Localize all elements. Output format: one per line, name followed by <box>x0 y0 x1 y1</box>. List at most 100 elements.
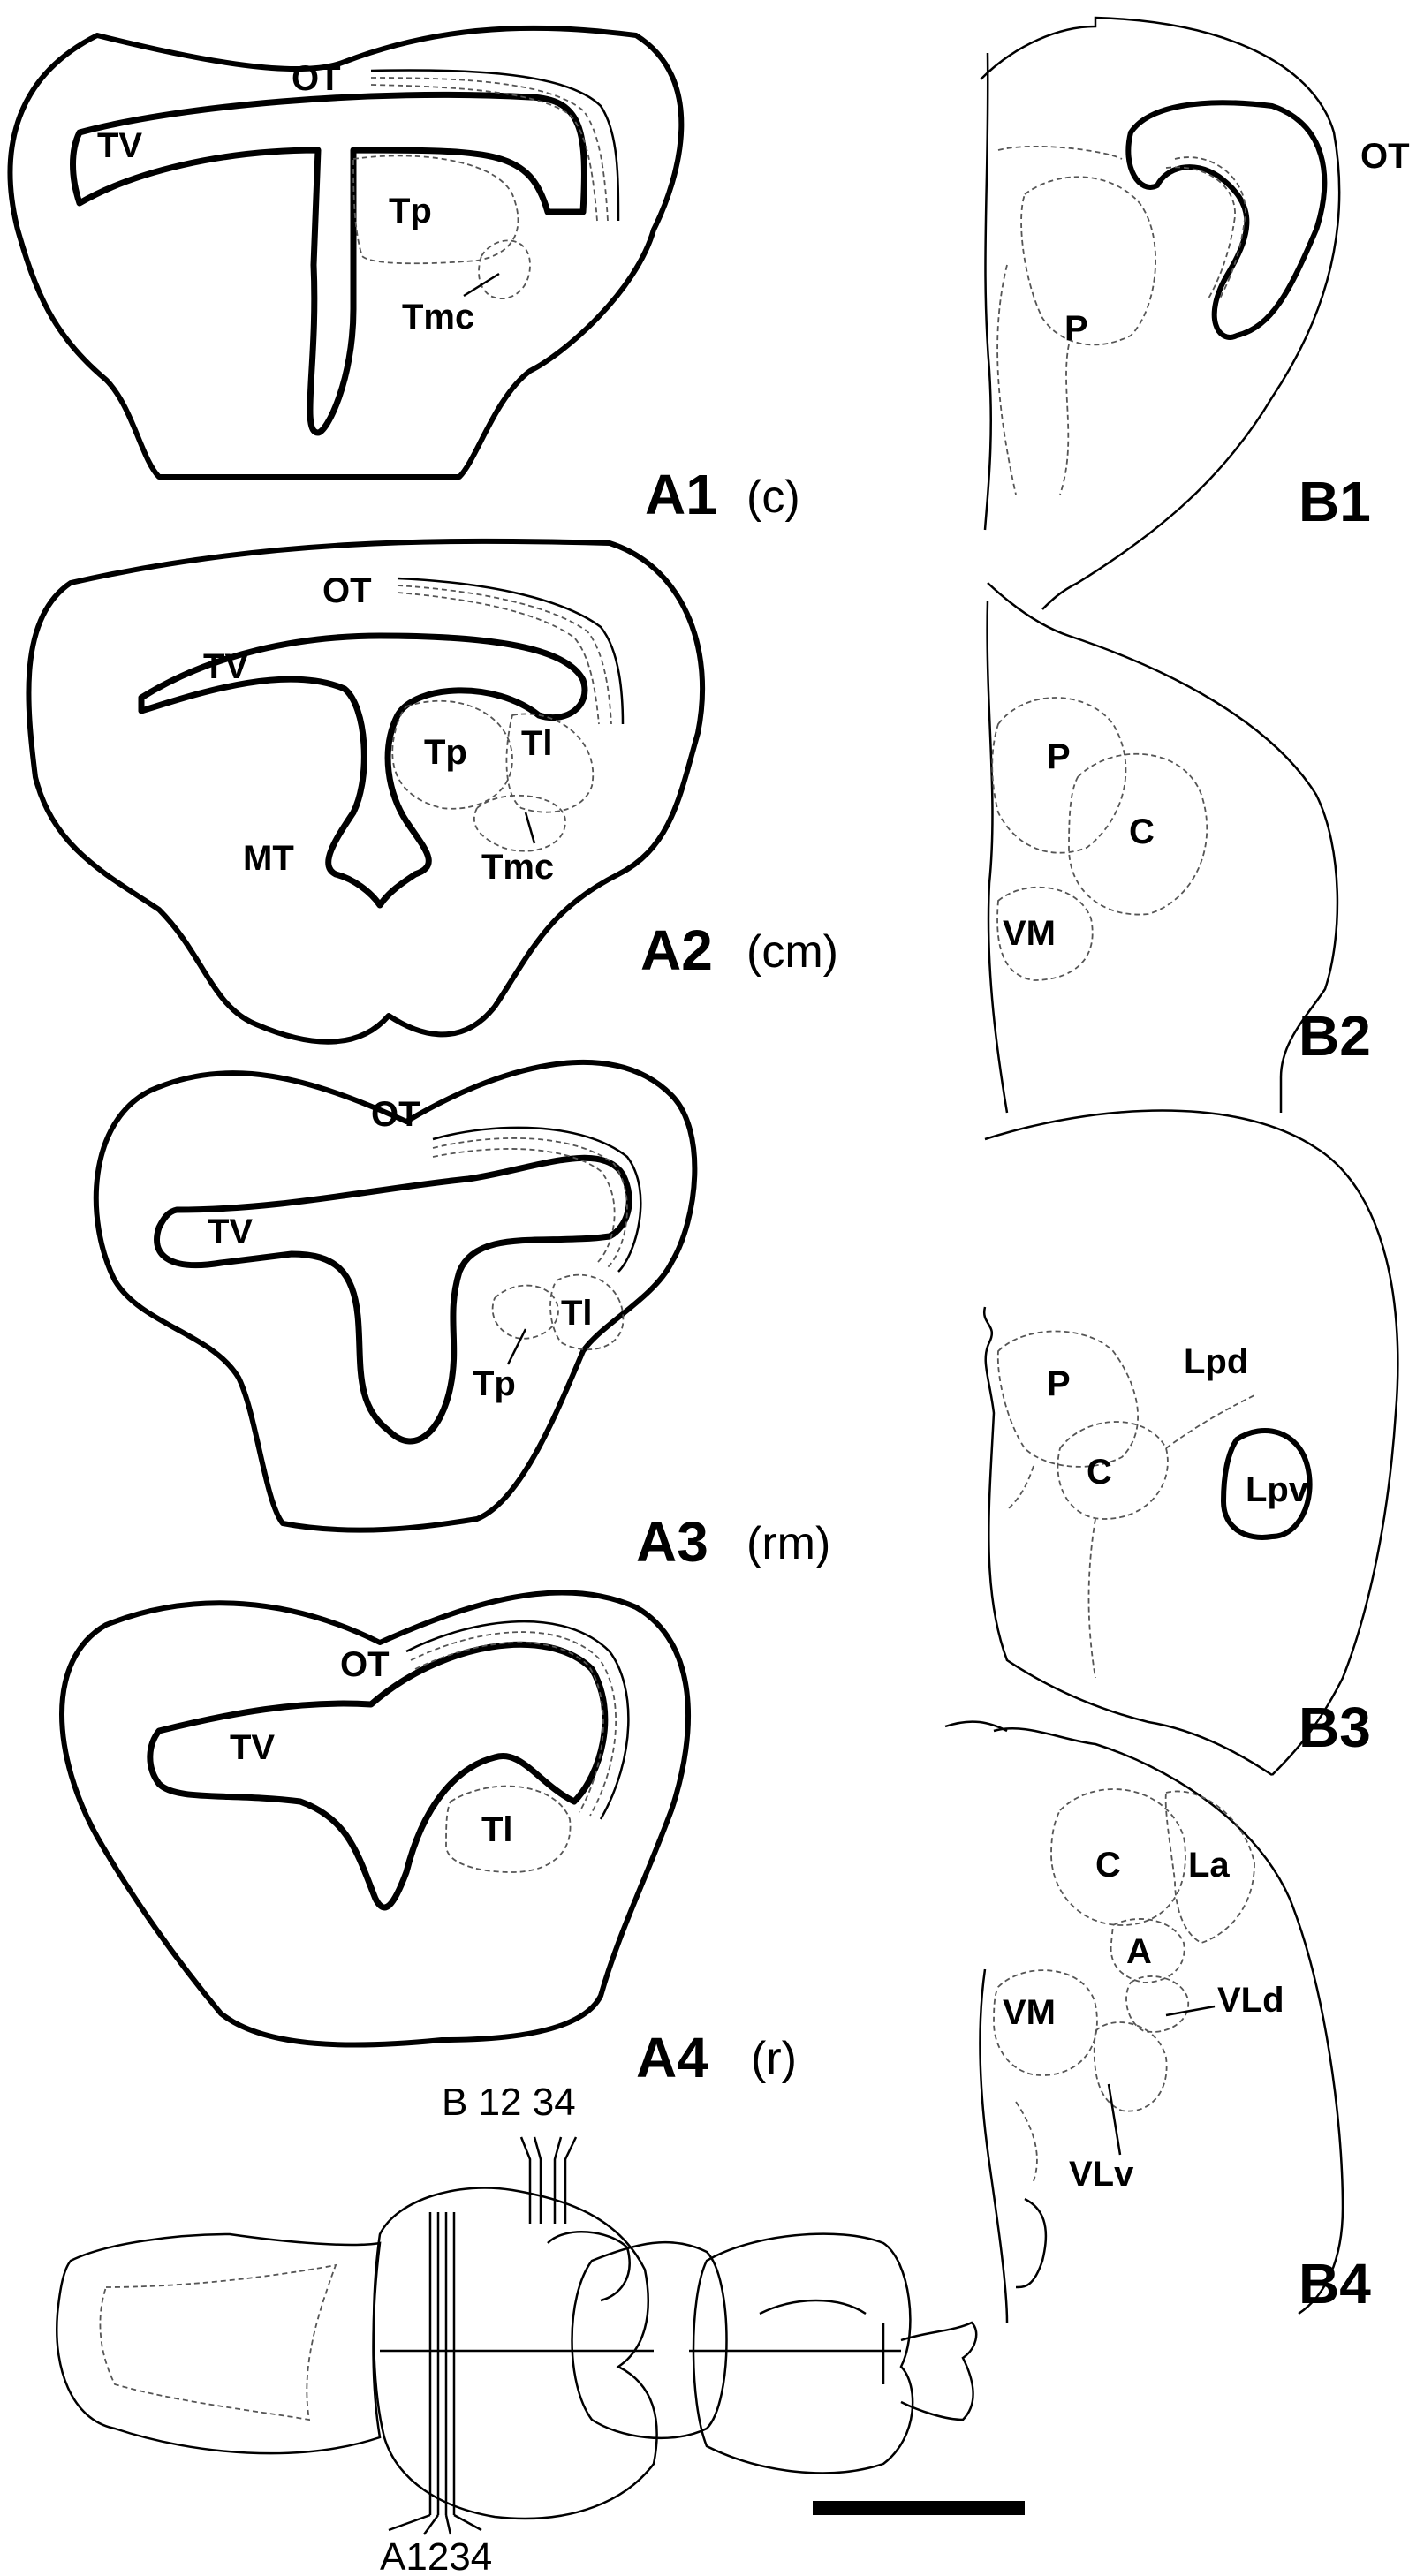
b1-p-region <box>1020 176 1157 346</box>
a1-tp-region <box>352 155 519 265</box>
a2-tp-region <box>391 699 513 810</box>
a-levels-label: A1234 <box>380 2535 492 2576</box>
a1-label-tp: Tp <box>389 192 432 230</box>
cerebellum-region <box>692 2232 914 2474</box>
a1-label-tmc: Tmc <box>402 298 474 336</box>
b2-label-p: P <box>1047 737 1071 776</box>
a1-outline <box>7 25 685 480</box>
b4-vlv-region <box>1093 2021 1168 2112</box>
a2-third-ventricle <box>138 632 588 909</box>
panel-a2: OT TV Tp Tl MT Tmc A2 (cm) <box>26 538 838 1045</box>
a3-position: (rm) <box>746 1518 830 1569</box>
a2-label-mt: MT <box>243 839 294 878</box>
b2-outline <box>987 582 1339 1113</box>
b4-outline <box>993 1727 1344 2315</box>
a3-tl-region <box>549 1273 625 1350</box>
diencephalon-dorsal <box>372 2187 658 2520</box>
b1-label-ot: OT <box>1360 137 1410 176</box>
b4-label-a: A <box>1126 1932 1152 1971</box>
b3-label-p: P <box>1047 1364 1071 1403</box>
b4-a-region <box>1110 1918 1185 1983</box>
b3-c-region <box>1057 1421 1169 1520</box>
a2-tl-region <box>505 713 595 813</box>
b4-label-c: C <box>1095 1846 1121 1885</box>
b3-lpv-region <box>1221 1428 1313 1540</box>
a2-optic-tract <box>397 577 625 725</box>
b2-label-vm: VM <box>1003 914 1056 953</box>
b4-label-vld: VLd <box>1217 1981 1284 2020</box>
panel-b1: OT P B1 <box>980 16 1410 610</box>
panel-b2: P C VM B2 <box>986 582 1371 1114</box>
b3-label-lpv: Lpv <box>1246 1470 1309 1509</box>
panel-b3: Lpd P C Lpv B3 <box>982 1109 1399 1777</box>
a3-optic-tract <box>432 1126 642 1273</box>
a2-label-tmc: Tmc <box>481 848 554 887</box>
b2-c-region <box>1068 752 1208 916</box>
b4-label-la: La <box>1188 1846 1230 1885</box>
a2-tmc-region <box>473 794 566 852</box>
brain-schematic: B 12 34 A1234 <box>56 2081 978 2576</box>
b4-la-region <box>1164 1790 1255 1944</box>
panel-a3: OT TV Tl Tp A3 (rm) <box>93 1059 830 1574</box>
b2-label-c: C <box>1129 812 1155 851</box>
a4-tl-region <box>445 1785 572 1873</box>
a3-outline <box>93 1059 698 1533</box>
a2-label-tv: TV <box>203 647 248 686</box>
panel-a4: OT TV Tl A4 (r) <box>59 1590 797 2089</box>
a4-optic-tract <box>405 1620 630 1820</box>
b4-label-vm: VM <box>1003 1993 1056 2032</box>
a4-label-tl: Tl <box>481 1810 513 1849</box>
b2-vm-region <box>996 886 1094 981</box>
olfactory-bulb-telencephalon <box>56 2232 382 2455</box>
a1-optic-tract <box>370 69 620 222</box>
a1-position: (c) <box>746 472 800 523</box>
panel-b4: C La A VLd VM VLv B4 <box>944 1720 1371 2323</box>
a3-label-tp: Tp <box>473 1364 516 1403</box>
panel-a1: OT TV Tp Tmc A1 (c) <box>7 25 800 526</box>
a2-outline <box>26 538 706 1045</box>
b2-panel-id: B2 <box>1299 1004 1371 1068</box>
a3-panel-id: A3 <box>636 1510 708 1574</box>
b2-p-region <box>991 697 1127 854</box>
scale-bar <box>813 2501 1025 2515</box>
b1-panel-id: B1 <box>1299 470 1371 533</box>
b1-optic-tract <box>1125 100 1328 340</box>
b3-label-c: C <box>1087 1453 1112 1492</box>
a4-label-ot: OT <box>340 1645 390 1684</box>
a1-tmc-region <box>478 239 531 299</box>
b4-vm-region <box>993 1969 1098 2076</box>
b3-outline <box>984 1109 1399 1776</box>
b4-label-vlv: VLv <box>1069 2155 1134 2194</box>
b4-c-region <box>1050 1788 1186 1926</box>
a4-position: (r) <box>751 2033 797 2084</box>
a3-label-ot: OT <box>371 1095 420 1134</box>
a1-label-ot: OT <box>292 59 341 98</box>
a2-panel-id: A2 <box>640 918 713 982</box>
b4-vld-region <box>1125 1975 1189 2033</box>
a4-third-ventricle <box>147 1641 609 1911</box>
a3-tp-region <box>491 1284 559 1340</box>
hindbrain <box>571 2240 728 2440</box>
a1-label-tv: TV <box>97 126 142 165</box>
b3-panel-id: B3 <box>1299 1696 1371 1759</box>
a2-label-ot: OT <box>322 571 372 610</box>
b3-label-lpd: Lpd <box>1184 1342 1248 1381</box>
b4-panel-id: B4 <box>1299 2252 1371 2315</box>
a3-third-ventricle <box>154 1154 632 1445</box>
a4-label-tv: TV <box>230 1728 275 1767</box>
b1-outline <box>980 16 1341 610</box>
a2-position: (cm) <box>746 926 838 978</box>
a3-label-tv: TV <box>208 1212 253 1251</box>
b-levels-label: B 12 34 <box>442 2081 576 2124</box>
a1-panel-id: A1 <box>645 463 717 526</box>
a4-outline <box>59 1590 692 2048</box>
a1-third-ventricle <box>70 91 587 436</box>
b1-label-p: P <box>1064 309 1088 348</box>
b3-p-region <box>996 1330 1140 1468</box>
a2-label-tl: Tl <box>521 724 553 763</box>
a3-label-tl: Tl <box>561 1294 593 1333</box>
spinal-cord <box>900 2321 978 2421</box>
a4-panel-id: A4 <box>636 2026 708 2089</box>
